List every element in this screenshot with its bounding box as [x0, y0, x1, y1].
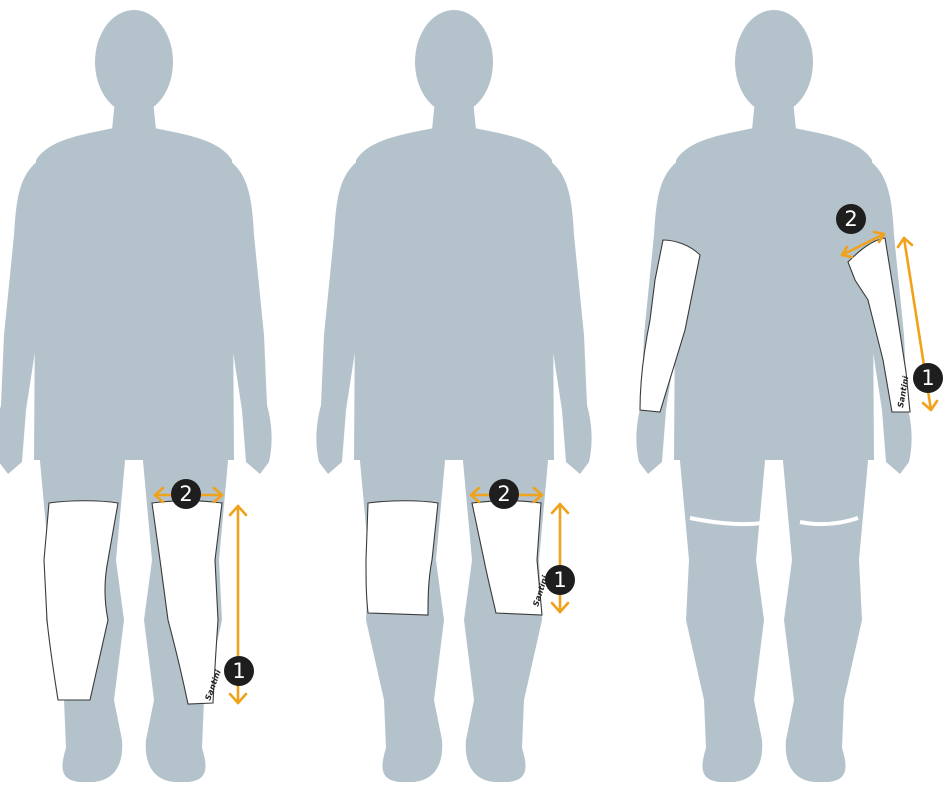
measurement-2-badge: 2 [171, 479, 201, 509]
figure-arm-warmer: Santini 2 1 [636, 10, 943, 782]
measurement-1-badge: 1 [224, 656, 254, 686]
measurement-2-badge: 2 [836, 204, 866, 234]
figure-knee-warmer: Santini 2 1 [316, 10, 592, 782]
body-silhouette [636, 10, 912, 782]
arm-warmer-left [639, 239, 701, 413]
svg-text:2: 2 [844, 207, 857, 231]
measurement-1-badge: 1 [913, 363, 943, 393]
knee-warmer-left [365, 500, 439, 616]
measurement-2-arrow [840, 230, 886, 259]
svg-text:1: 1 [232, 659, 245, 683]
measurement-1-arrow [550, 502, 570, 614]
figure-leg-warmer: Santini 2 1 [0, 10, 272, 782]
arm-warmer-right [847, 237, 911, 413]
svg-text:2: 2 [497, 482, 510, 506]
measurement-2-badge: 2 [489, 479, 519, 509]
body-silhouette [316, 10, 592, 782]
svg-text:2: 2 [179, 482, 192, 506]
leg-warmer-left [43, 500, 119, 701]
measurement-1-badge: 1 [545, 565, 575, 595]
svg-text:1: 1 [553, 568, 566, 592]
shorts-hem [689, 516, 859, 527]
svg-text:1: 1 [921, 366, 934, 390]
